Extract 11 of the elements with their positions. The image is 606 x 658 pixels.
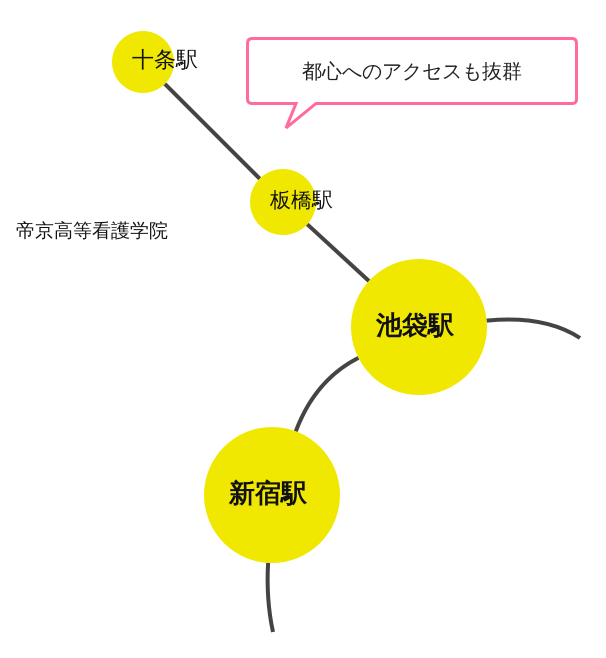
rail-line [266,562,275,632]
rail-line [294,356,360,432]
station-circle [351,259,487,395]
station-name: 新宿駅 [229,479,307,510]
rail-line [486,318,582,340]
callout-text: 都心へのアクセスも抜群 [302,59,522,83]
rail-line [163,82,262,180]
rail-line [306,222,370,282]
station-circle [204,427,340,563]
school-name: 帝京高等看護学院 [16,219,168,244]
station-name: 池袋駅 [376,311,454,342]
